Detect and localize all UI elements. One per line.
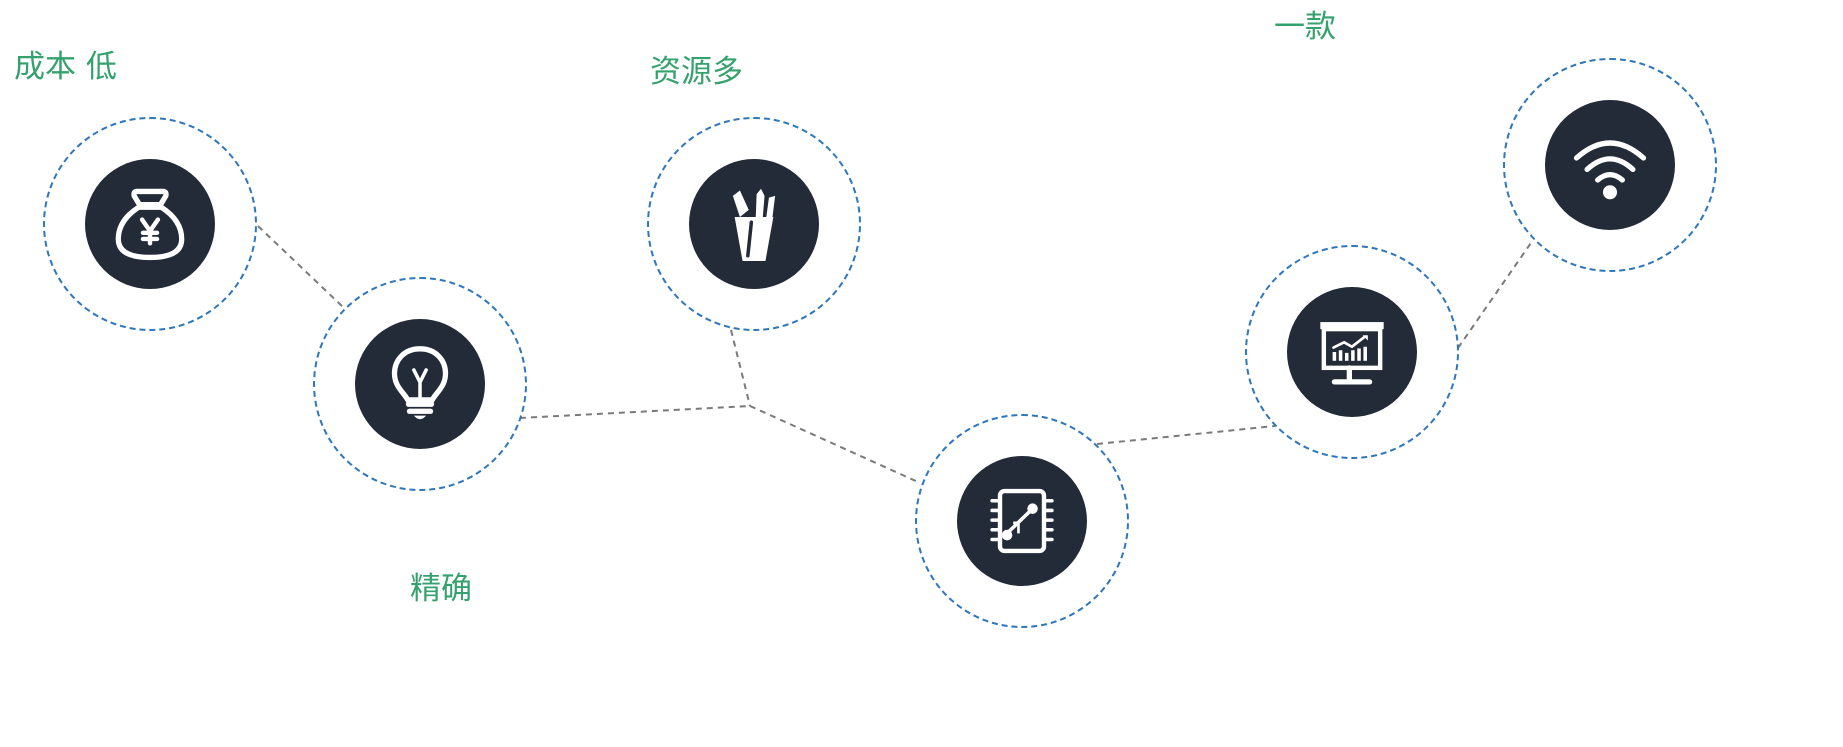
- bulb-node-badge: [355, 319, 485, 449]
- presentation-board-icon: [1320, 322, 1384, 385]
- tools-node-badge: [689, 159, 819, 289]
- presentation-node-badge: [1287, 287, 1417, 417]
- node-presentation: [1245, 245, 1459, 459]
- node-money: [43, 117, 257, 331]
- node-wifi: [1503, 58, 1717, 272]
- label-cost: 成本 低: [14, 49, 117, 85]
- connector-bulb-center: [519, 405, 751, 419]
- circuit-chip-icon: [990, 488, 1054, 554]
- wifi-node-badge: [1545, 100, 1675, 230]
- connector-money-bulb: [257, 225, 345, 309]
- node-tools: [647, 117, 861, 331]
- connector-chip-presentation: [1096, 425, 1276, 445]
- chip-node-badge: [957, 456, 1087, 586]
- label-resources: 资源多: [650, 54, 743, 90]
- money-node-badge: [85, 159, 215, 289]
- node-chip: [915, 414, 1129, 628]
- connector-presentation-wifi: [1457, 239, 1534, 349]
- money-bag-yen-icon: [115, 188, 185, 261]
- lightbulb-icon: [391, 346, 449, 420]
- pencil-cup-icon: [732, 188, 776, 261]
- connector-tools-center: [730, 329, 751, 407]
- wifi-icon: [1573, 140, 1647, 200]
- node-bulb: [313, 277, 527, 491]
- label-precise: 精确: [410, 571, 472, 607]
- connector-center-chip: [749, 405, 919, 483]
- label-one: 一款: [1274, 9, 1336, 45]
